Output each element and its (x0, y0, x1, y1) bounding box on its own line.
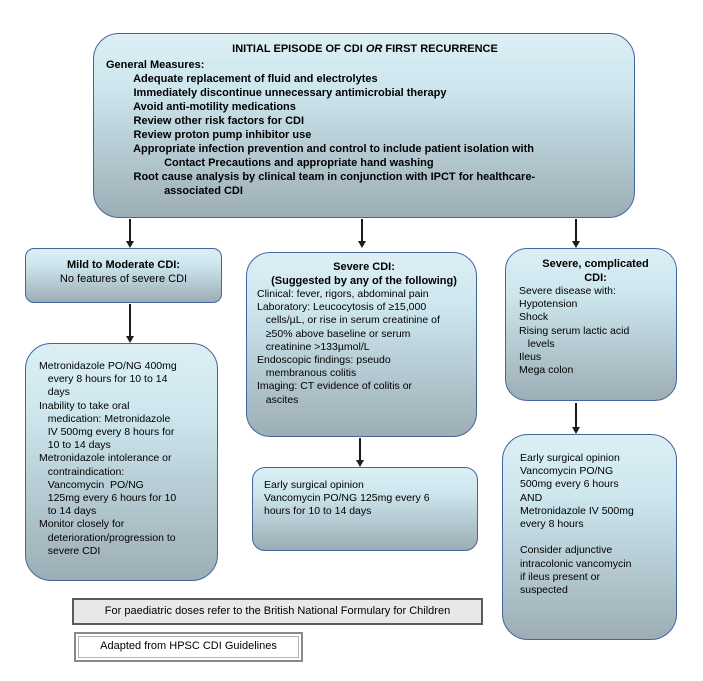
arrow-head-icon (572, 241, 580, 248)
paediatric-doses-note: For paediatric doses refer to the Britis… (72, 598, 483, 625)
complicated-treatment-text: Early surgical opinion Vancomycin PO/NG … (520, 452, 634, 597)
arrow-stem (129, 219, 131, 241)
severe-cdi-title: Severe CDI: (Suggested by any of the fol… (271, 261, 457, 287)
arrow-top-to-severe (357, 219, 367, 248)
initial-episode-title: INITIAL EPISODE OF CDI OR FIRST RECURREN… (106, 43, 624, 55)
source-note: Adapted from HPSC CDI Guidelines (74, 632, 303, 662)
arrow-stem (361, 219, 363, 241)
source-note-text: Adapted from HPSC CDI Guidelines (78, 636, 299, 658)
general-measures-text: General Measures: Adequate replacement o… (106, 59, 536, 197)
arrow-mild-to-treatment (125, 304, 135, 343)
arrow-head-icon (358, 241, 366, 248)
arrow-top-to-complicated (571, 219, 581, 248)
arrow-top-to-mild (125, 219, 135, 248)
initial-episode-box: INITIAL EPISODE OF CDI OR FIRST RECURREN… (93, 33, 635, 218)
severe-cdi-box: Severe CDI: (Suggested by any of the fol… (246, 252, 477, 437)
title-text: INITIAL EPISODE OF CDI (232, 43, 366, 55)
severe-treatment-box: Early surgical opinion Vancomycin PO/NG … (252, 467, 478, 551)
arrow-head-icon (356, 460, 364, 467)
title-text: FIRST RECURRENCE (382, 43, 498, 55)
mild-moderate-cdi-box: Mild to Moderate CDI: No features of sev… (25, 248, 222, 303)
complicated-treatment-box: Early surgical opinion Vancomycin PO/NG … (502, 434, 677, 640)
severe-cdi-criteria-text: Clinical: fever, rigors, abdominal pain … (257, 288, 440, 406)
mild-treatment-text: Metronidazole PO/NG 400mg every 8 hours … (39, 360, 177, 557)
title-or-italic: OR (365, 43, 383, 55)
mild-moderate-cdi-body: No features of severe CDI (59, 273, 188, 285)
severe-treatment-text: Early surgical opinion Vancomycin PO/NG … (264, 479, 430, 518)
arrow-stem (575, 403, 577, 427)
arrow-severe-to-treatment (355, 438, 365, 467)
paediatric-doses-note-text: For paediatric doses refer to the Britis… (104, 605, 451, 617)
arrow-stem (129, 304, 131, 336)
severe-complicated-cdi-title: Severe, complicated CDI: (542, 258, 649, 284)
arrow-head-icon (126, 336, 134, 343)
mild-treatment-box: Metronidazole PO/NG 400mg every 8 hours … (25, 343, 218, 581)
arrow-complicated-to-treatment (571, 403, 581, 434)
arrow-stem (359, 438, 361, 460)
arrow-head-icon (126, 241, 134, 248)
arrow-stem (575, 219, 577, 241)
mild-moderate-cdi-title: Mild to Moderate CDI: (66, 259, 181, 271)
severe-complicated-cdi-box: Severe, complicated CDI: Severe disease … (505, 248, 677, 401)
severe-complicated-cdi-criteria-text: Severe disease with: Hypotension Shock R… (519, 285, 630, 377)
arrow-head-icon (572, 427, 580, 434)
